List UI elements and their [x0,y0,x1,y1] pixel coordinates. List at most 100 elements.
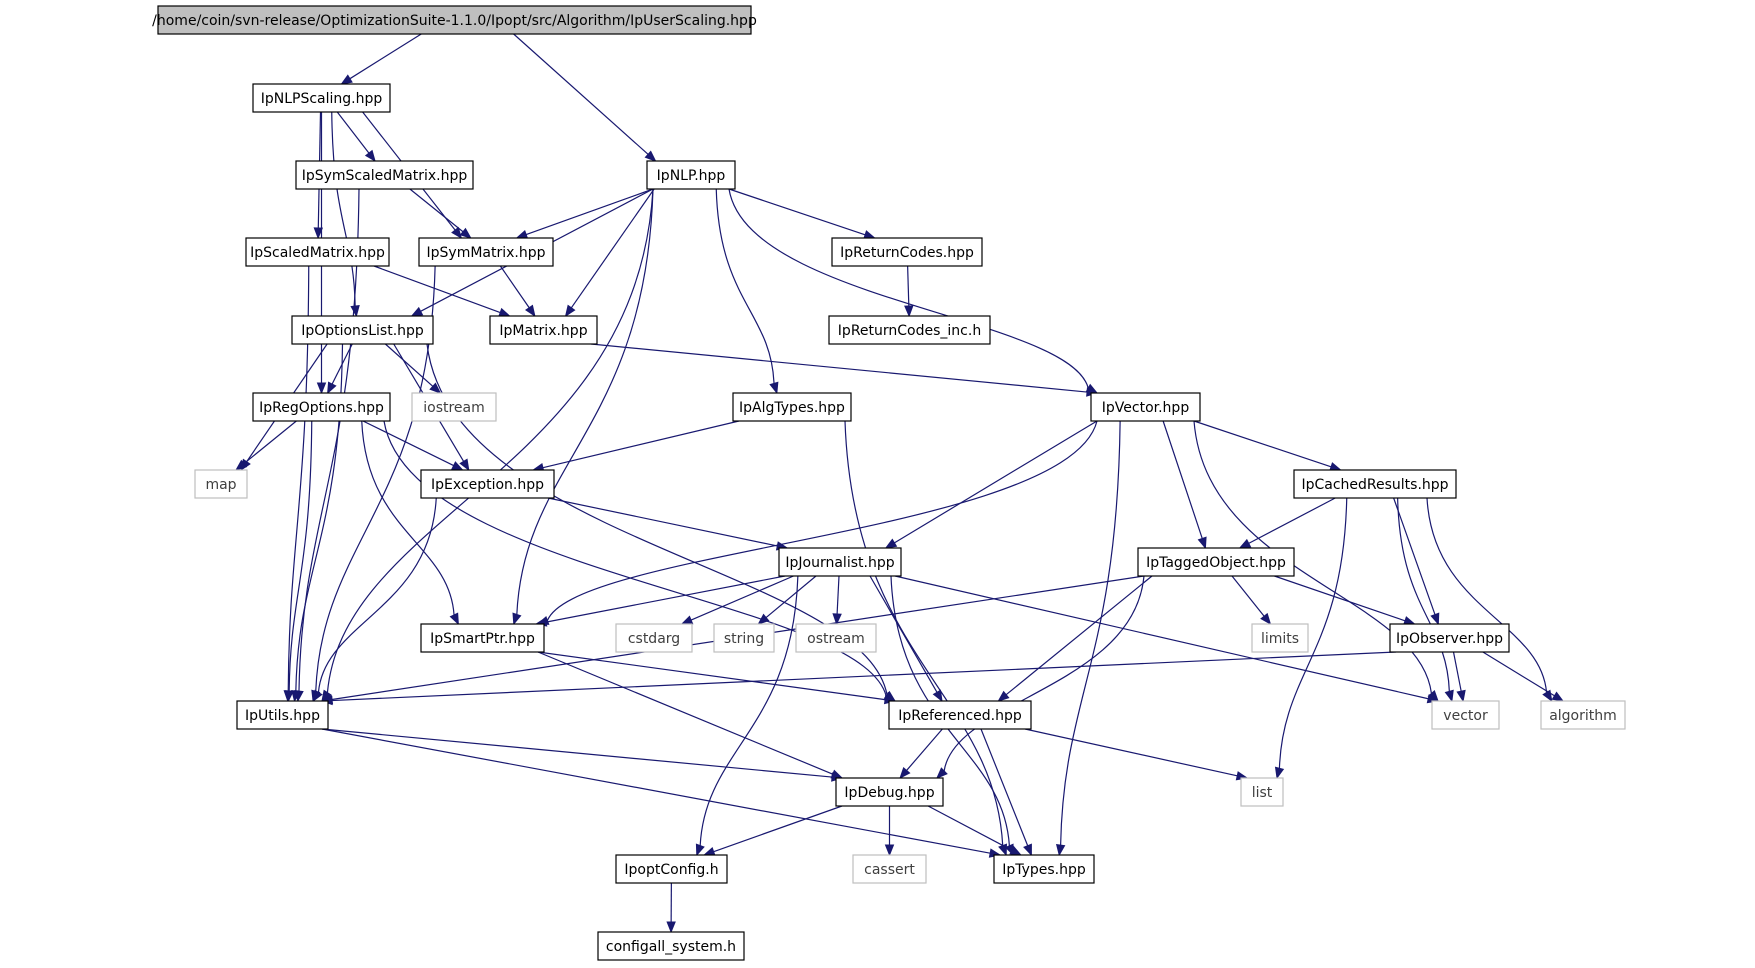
edge-line [537,651,833,775]
node-optionslist[interactable]: IpOptionsList.hpp [291,315,434,345]
edge-line [317,497,437,693]
edge-arrowhead [515,229,529,239]
node-regoptions[interactable]: IpRegOptions.hpp [252,392,391,422]
edge-line [516,188,654,615]
node-ipoptconfig[interactable]: IpoptConfig.h [615,854,728,884]
node-label: IpSymScaledMatrix.hpp [302,168,468,184]
edge-arrowhead [564,304,576,318]
edge-arrowhead [884,844,895,857]
edge-line [336,111,370,154]
edge-arrowhead [512,612,522,626]
edge-arrowhead [1023,843,1032,857]
edge-journalist-to-ostream [832,575,842,626]
edge-arrowhead [884,538,898,549]
edge-line [243,420,297,465]
node-utils[interactable]: IpUtils.hpp [236,700,329,730]
edge-line [1162,420,1203,539]
edge-optionslist-to-regoptions [327,343,353,395]
edge-line [384,343,434,387]
node-label: IpOptionsList.hpp [301,323,424,339]
node-returncodesinc[interactable]: IpReturnCodes_inc.h [828,315,991,345]
node-label: IpReturnCodes_inc.h [838,323,981,339]
node-configall[interactable]: configall_system.h [597,931,745,961]
node-symscaled[interactable]: IpSymScaledMatrix.hpp [295,160,474,190]
node-scaled[interactable]: IpScaledMatrix.hpp [245,237,390,267]
edge-arrowhead [316,382,327,395]
node-matrix[interactable]: IpMatrix.hpp [489,315,598,345]
edge-line [321,728,991,854]
node-box [245,237,390,267]
node-algtypes[interactable]: IpAlgTypes.hpp [732,392,852,422]
node-cachedresults[interactable]: IpCachedResults.hpp [1293,469,1457,499]
node-referenced[interactable]: IpReferenced.hpp [888,700,1032,730]
node-label: configall_system.h [606,939,736,955]
edge-arrowhead [313,227,324,240]
node-smartptr[interactable]: IpSmartPtr.hpp [420,623,545,653]
edge-arrowhead [702,847,716,856]
node-box [1293,469,1457,499]
edge-referenced-to-debug [899,728,943,780]
node-box [1251,623,1309,653]
edge-arrowhead [997,690,1010,702]
node-label: IpoptConfig.h [624,862,718,878]
edge-exception-to-utils [312,497,437,703]
edge-line [547,497,778,547]
node-taggedobject[interactable]: IpTaggedObject.hpp [1137,547,1295,577]
node-label: cassert [864,862,915,878]
node-label: IpSmartPtr.hpp [430,631,535,647]
edge-arrowhead [1197,536,1207,550]
node-nlp[interactable]: IpNLP.hpp [646,160,736,190]
node-box [615,854,728,884]
node-label: IpUtils.hpp [245,708,320,724]
edge-line [1060,420,1121,846]
node-nlpscaling[interactable]: IpNLPScaling.hpp [252,83,391,113]
edge-line [1193,420,1433,694]
edge-arrowhead [1551,691,1565,702]
node-exception[interactable]: IpException.hpp [420,469,555,499]
edge-arrowhead [525,304,536,318]
edge-returncodes-to-returncodesinc [904,265,914,318]
edge-arrowhead [291,689,301,703]
edge-line [546,420,1098,621]
edge-regoptions-to-exception [362,420,464,471]
node-label: IpNLPScaling.hpp [261,91,383,107]
node-box [646,160,736,190]
edge-line [713,805,843,853]
node-label: IpObserver.hpp [1396,631,1503,647]
edge-line [1274,575,1406,622]
edge-nlpscaling-to-symscaled [336,111,376,163]
node-types[interactable]: IpTypes.hpp [993,854,1095,884]
node-box [420,623,545,653]
edge-line [894,420,1098,544]
edge-line [590,343,1088,393]
node-returncodes[interactable]: IpReturnCodes.hpp [831,237,983,267]
edge-arrowhead [1430,612,1440,626]
edge-line [836,575,840,615]
node-observer[interactable]: IpObserver.hpp [1389,623,1510,653]
node-label: IpTaggedObject.hpp [1146,555,1286,571]
edge-optionslist-to-iostream [384,343,442,394]
edge-regoptions-to-utils [284,420,313,703]
node-symmatrix[interactable]: IpSymMatrix.hpp [418,237,554,267]
node-box [795,623,877,653]
node-box [1090,392,1201,422]
edge-arrowhead [769,381,779,395]
edge-arrowhead [666,921,676,934]
edge-line [765,575,817,619]
edge-line [537,651,886,701]
edge-arrowhead [1456,689,1466,703]
node-label: list [1252,785,1273,801]
edge-vector_h-to-cachedresults [1193,420,1342,472]
node-vector_h[interactable]: IpVector.hpp [1090,392,1201,422]
edge-arrowhead [459,458,470,472]
node-box [1137,547,1295,577]
edge-arrowhead [932,689,943,703]
node-box [828,315,991,345]
node-cstdarg: cstdarg [615,623,693,653]
node-journalist[interactable]: IpJournalist.hpp [778,547,902,577]
edge-arrowhead [449,612,459,626]
node-root[interactable]: /home/coin/svn-release/OptimizationSuite… [152,5,757,35]
node-box [713,623,775,653]
node-debug[interactable]: IpDebug.hpp [835,777,944,807]
